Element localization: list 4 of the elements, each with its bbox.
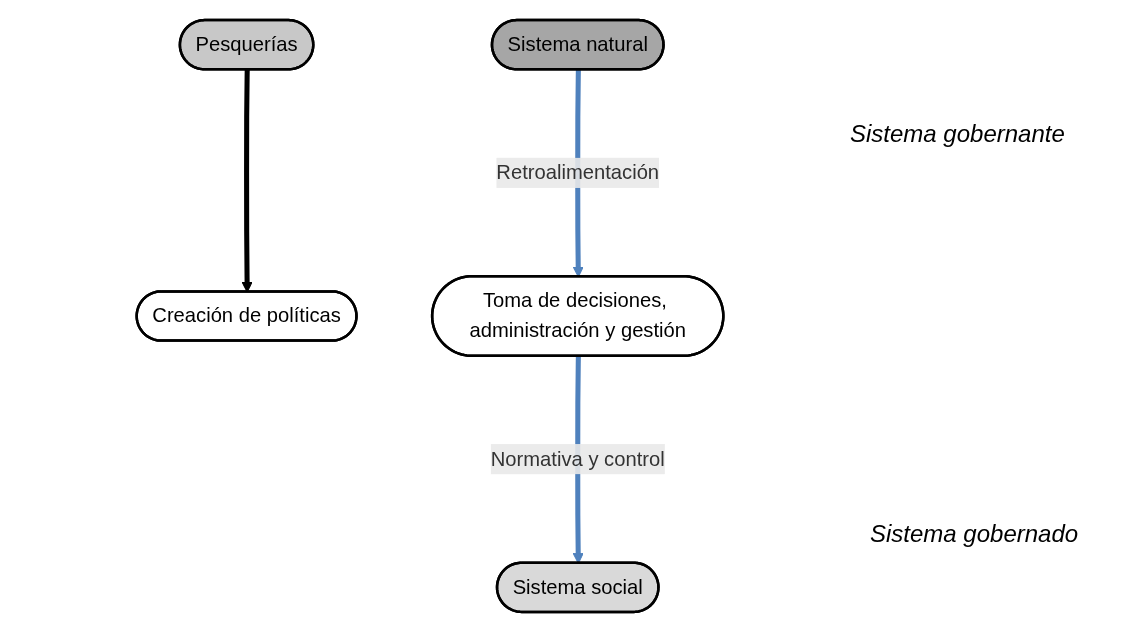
- edge-label: Normativa y control: [490, 447, 665, 470]
- group-caption: Sistema gobernante: [850, 120, 1065, 148]
- group-caption: Sistema gobernado: [870, 520, 1079, 548]
- edge-label: Retroalimentación: [496, 161, 660, 183]
